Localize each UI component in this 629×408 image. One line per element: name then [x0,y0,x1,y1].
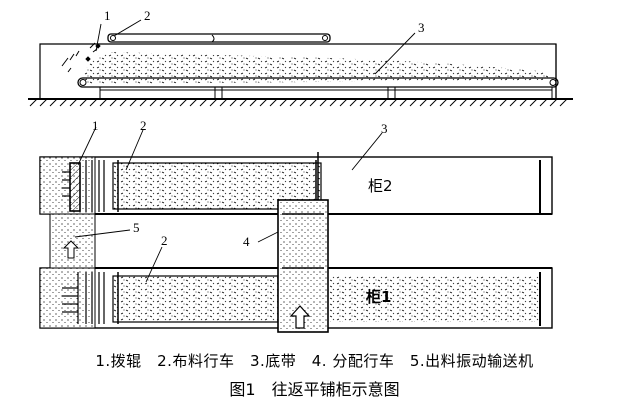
up-arrow-icon-2 [289,305,311,329]
up-arrow-icon [62,240,80,259]
label-3-plan: 3 [381,121,388,136]
label-3-top: 3 [418,20,425,35]
spreading-carriage-cabinet-1 [112,275,279,323]
belt-supports [99,87,553,99]
elevation-view: 1 2 3 [28,8,573,107]
figure-title: 图1 往返平铺柜示意图 [229,380,400,399]
plan-view: 柜2 柜1 1 2 3 4 5 2 [39,118,553,333]
label-4-plan: 4 [243,234,250,249]
legend: 1.拨辊 2.布料行车 3.底带 4. 分配行车 5.出料振动输送机 [95,352,534,370]
discharge-conveyor [49,213,96,269]
cabinet-2-label: 柜2 [368,177,393,195]
label-2b-plan: 2 [161,233,168,248]
label-1-plan: 1 [92,118,99,133]
label-2-plan: 2 [140,118,147,133]
label-5-plan: 5 [133,220,140,235]
roller-cabinet-1 [62,272,105,324]
label-1-top: 1 [104,8,111,23]
material-spray [61,42,101,73]
spreading-carriage-cabinet-2 [112,162,322,210]
cabinet-1-label: 柜1 [365,288,391,306]
roller-cabinet-2 [69,162,81,212]
ground-hatch [29,98,568,107]
material-pile [82,52,548,84]
distribution-carriage-top [107,33,331,43]
label-2-top: 2 [144,8,151,23]
bottom-belt [77,77,559,88]
